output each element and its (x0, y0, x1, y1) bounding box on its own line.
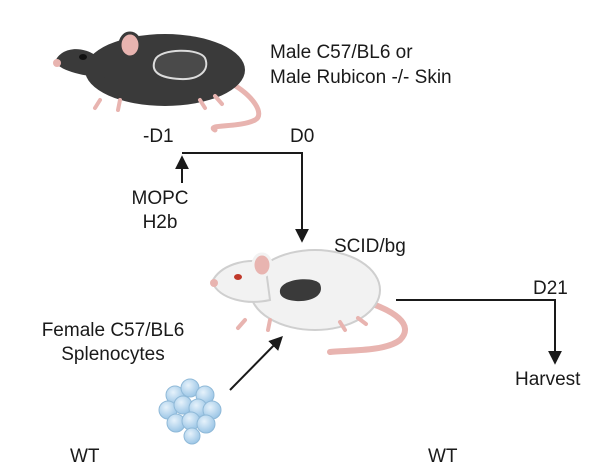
cut-text-left: WT (70, 446, 100, 467)
transfer-arrow (182, 152, 309, 243)
donor-label-line2: Male Rubicon -/- Skin (270, 67, 452, 88)
skin-graft-patch (279, 279, 321, 302)
recipient-label: SCID/bg (334, 236, 406, 257)
splenocytes-icon (158, 378, 222, 445)
recipient-mouse-icon (210, 249, 408, 355)
cells-label-line2: Splenocytes (61, 344, 165, 365)
treatment-label-line2: H2b (142, 212, 178, 233)
treatment-label-line1: MOPC (131, 188, 189, 209)
day0-label: D0 (290, 126, 315, 147)
day21-label: D21 (533, 278, 568, 299)
diagram-graphics (53, 31, 562, 445)
cells-arrow (229, 336, 283, 391)
donor-label-line1: Male C57/BL6 or (270, 42, 413, 63)
donor-mouse-icon (53, 31, 262, 133)
cells-label-line1: Female C57/BL6 (41, 320, 185, 341)
day-minus1-label: -D1 (143, 126, 174, 147)
harvest-label: Harvest (515, 369, 581, 390)
harvest-arrow (396, 299, 562, 365)
cut-text-right: WT (428, 446, 458, 467)
experiment-diagram: Male C57/BL6 or Male Rubicon -/- Skin -D… (41, 31, 581, 467)
skin-graft-area (152, 49, 208, 81)
